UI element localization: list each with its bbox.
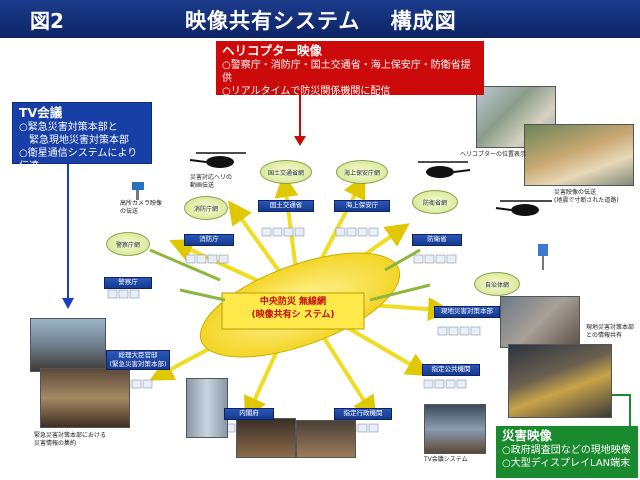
core-box — [221, 292, 365, 330]
antenna-icon — [538, 244, 548, 270]
disaster-video-callout: 災害映像 ○政府調査団などの現地映像 ○大型ディスプレイLAN端末 — [496, 426, 638, 478]
meeting-photo-1 — [236, 418, 296, 458]
tv-arrowhead — [62, 298, 74, 309]
caption-hq-info-2: 災害情報の集約 — [34, 440, 77, 447]
node-admin: 指定行政機関 — [334, 408, 392, 420]
meeting-photo-2 — [296, 420, 356, 458]
node-mlit: 国土交通省 — [258, 200, 314, 212]
node-onsite-hq: 現地災害対策本部 — [434, 306, 500, 318]
caption-tv-system: TV会議システム — [424, 456, 468, 463]
collapsed-building-photo — [500, 296, 580, 348]
rescue-scene-photo — [508, 344, 612, 418]
tv-conference-photo — [424, 404, 486, 454]
helicopter-line-1: ○警察庁・消防庁・国土交通省・海上保安庁・防衛省提供 — [222, 60, 471, 84]
caption-hq-info-1: 緊急災害対策本部における — [34, 432, 107, 439]
node-police: 警察庁 — [104, 277, 152, 289]
tv-conference-line-3: ○衛星通信システムにより伝達 — [19, 148, 138, 172]
tv-conference-line-2: 緊急現地災害対策本部 — [19, 135, 129, 146]
network-local: 自治体網 — [474, 272, 520, 296]
caption-disaster-video: 災害映像の伝送 — [554, 189, 597, 196]
central-network-label: 中央防災 無線網 (映像共有シ ステム) — [224, 296, 362, 322]
node-kantei-line-1: 総理大臣官邸 — [118, 351, 158, 359]
heli-arrowhead — [294, 136, 306, 146]
tv-conference-callout: TV会議 ○緊急災害対策本部と 緊急現地災害対策本部 ○衛星通信システムにより伝… — [12, 102, 152, 172]
central-network-line-1: 中央防災 無線網 — [259, 297, 327, 307]
caption-onsite-share: 現地災害対策本部との情報共有 — [586, 324, 635, 339]
node-public: 指定公共機関 — [422, 364, 480, 376]
tv-conference-line-1: ○緊急災害対策本部と — [19, 122, 118, 133]
disaster-video-line-2: ○大型ディスプレイLAN端末 — [502, 458, 631, 469]
disaster-video-line-1: ○政府調査団などの現地映像 — [502, 445, 631, 456]
node-kantei: 総理大臣官邸 (緊急災害対策本部) — [106, 350, 170, 370]
caption-highcam: 高所カメラ映像の伝送 — [120, 200, 163, 215]
network-defense: 防衛省網 — [412, 190, 458, 214]
disaster-video-title: 災害映像 — [502, 428, 553, 443]
tv-conference-title: TV会議 — [19, 105, 63, 120]
link-arrows — [149, 248, 431, 302]
node-fire: 消防庁 — [184, 234, 234, 246]
helicopter-icon — [495, 200, 552, 216]
helicopter-title: ヘリコプター映像 — [222, 43, 323, 58]
camera-icon — [132, 182, 144, 200]
helicopter-icon — [418, 161, 471, 178]
figure-number: 図2 — [30, 9, 64, 33]
helicopter-line-2: ○リアルタイムで防災関係機関に配信 — [222, 86, 391, 97]
central-network-line-2: (映像共有シ ステム) — [251, 310, 335, 320]
helicopter-icon — [189, 152, 246, 168]
network-coast: 海上保安庁網 — [336, 160, 388, 184]
hq-room-photo-2 — [40, 368, 130, 428]
network-mlit: 国土交通省網 — [260, 160, 312, 184]
node-kantei-line-2: (緊急災害対策本部) — [109, 360, 167, 368]
node-cabinet: 内閣府 — [224, 408, 274, 420]
node-coast: 海上保安庁 — [334, 200, 390, 212]
network-police: 警察庁網 — [106, 232, 150, 256]
office-building-photo — [186, 378, 228, 438]
page-title: 映像共有システム 構成図 — [185, 9, 457, 33]
title-bar: 図2 映像共有システム 構成図 — [0, 0, 640, 38]
caption-heli-video: 災害対応ヘリの動画伝送 — [190, 174, 233, 189]
disaster-connector — [612, 394, 631, 426]
hq-room-photo-1 — [30, 318, 106, 372]
helicopter-callout: ヘリコプター映像 ○警察庁・消防庁・国土交通省・海上保安庁・防衛省提供 ○リアル… — [216, 41, 484, 97]
landslide-photo — [524, 124, 634, 186]
caption-heli-position: ヘリコプターの位置表示 — [460, 151, 527, 158]
node-defense: 防衛省 — [412, 234, 462, 246]
network-fire: 消防庁網 — [184, 196, 228, 220]
caption-disaster-video-sub: (地震で寸断された道路) — [554, 197, 619, 204]
aerial-map-photo — [476, 86, 556, 148]
